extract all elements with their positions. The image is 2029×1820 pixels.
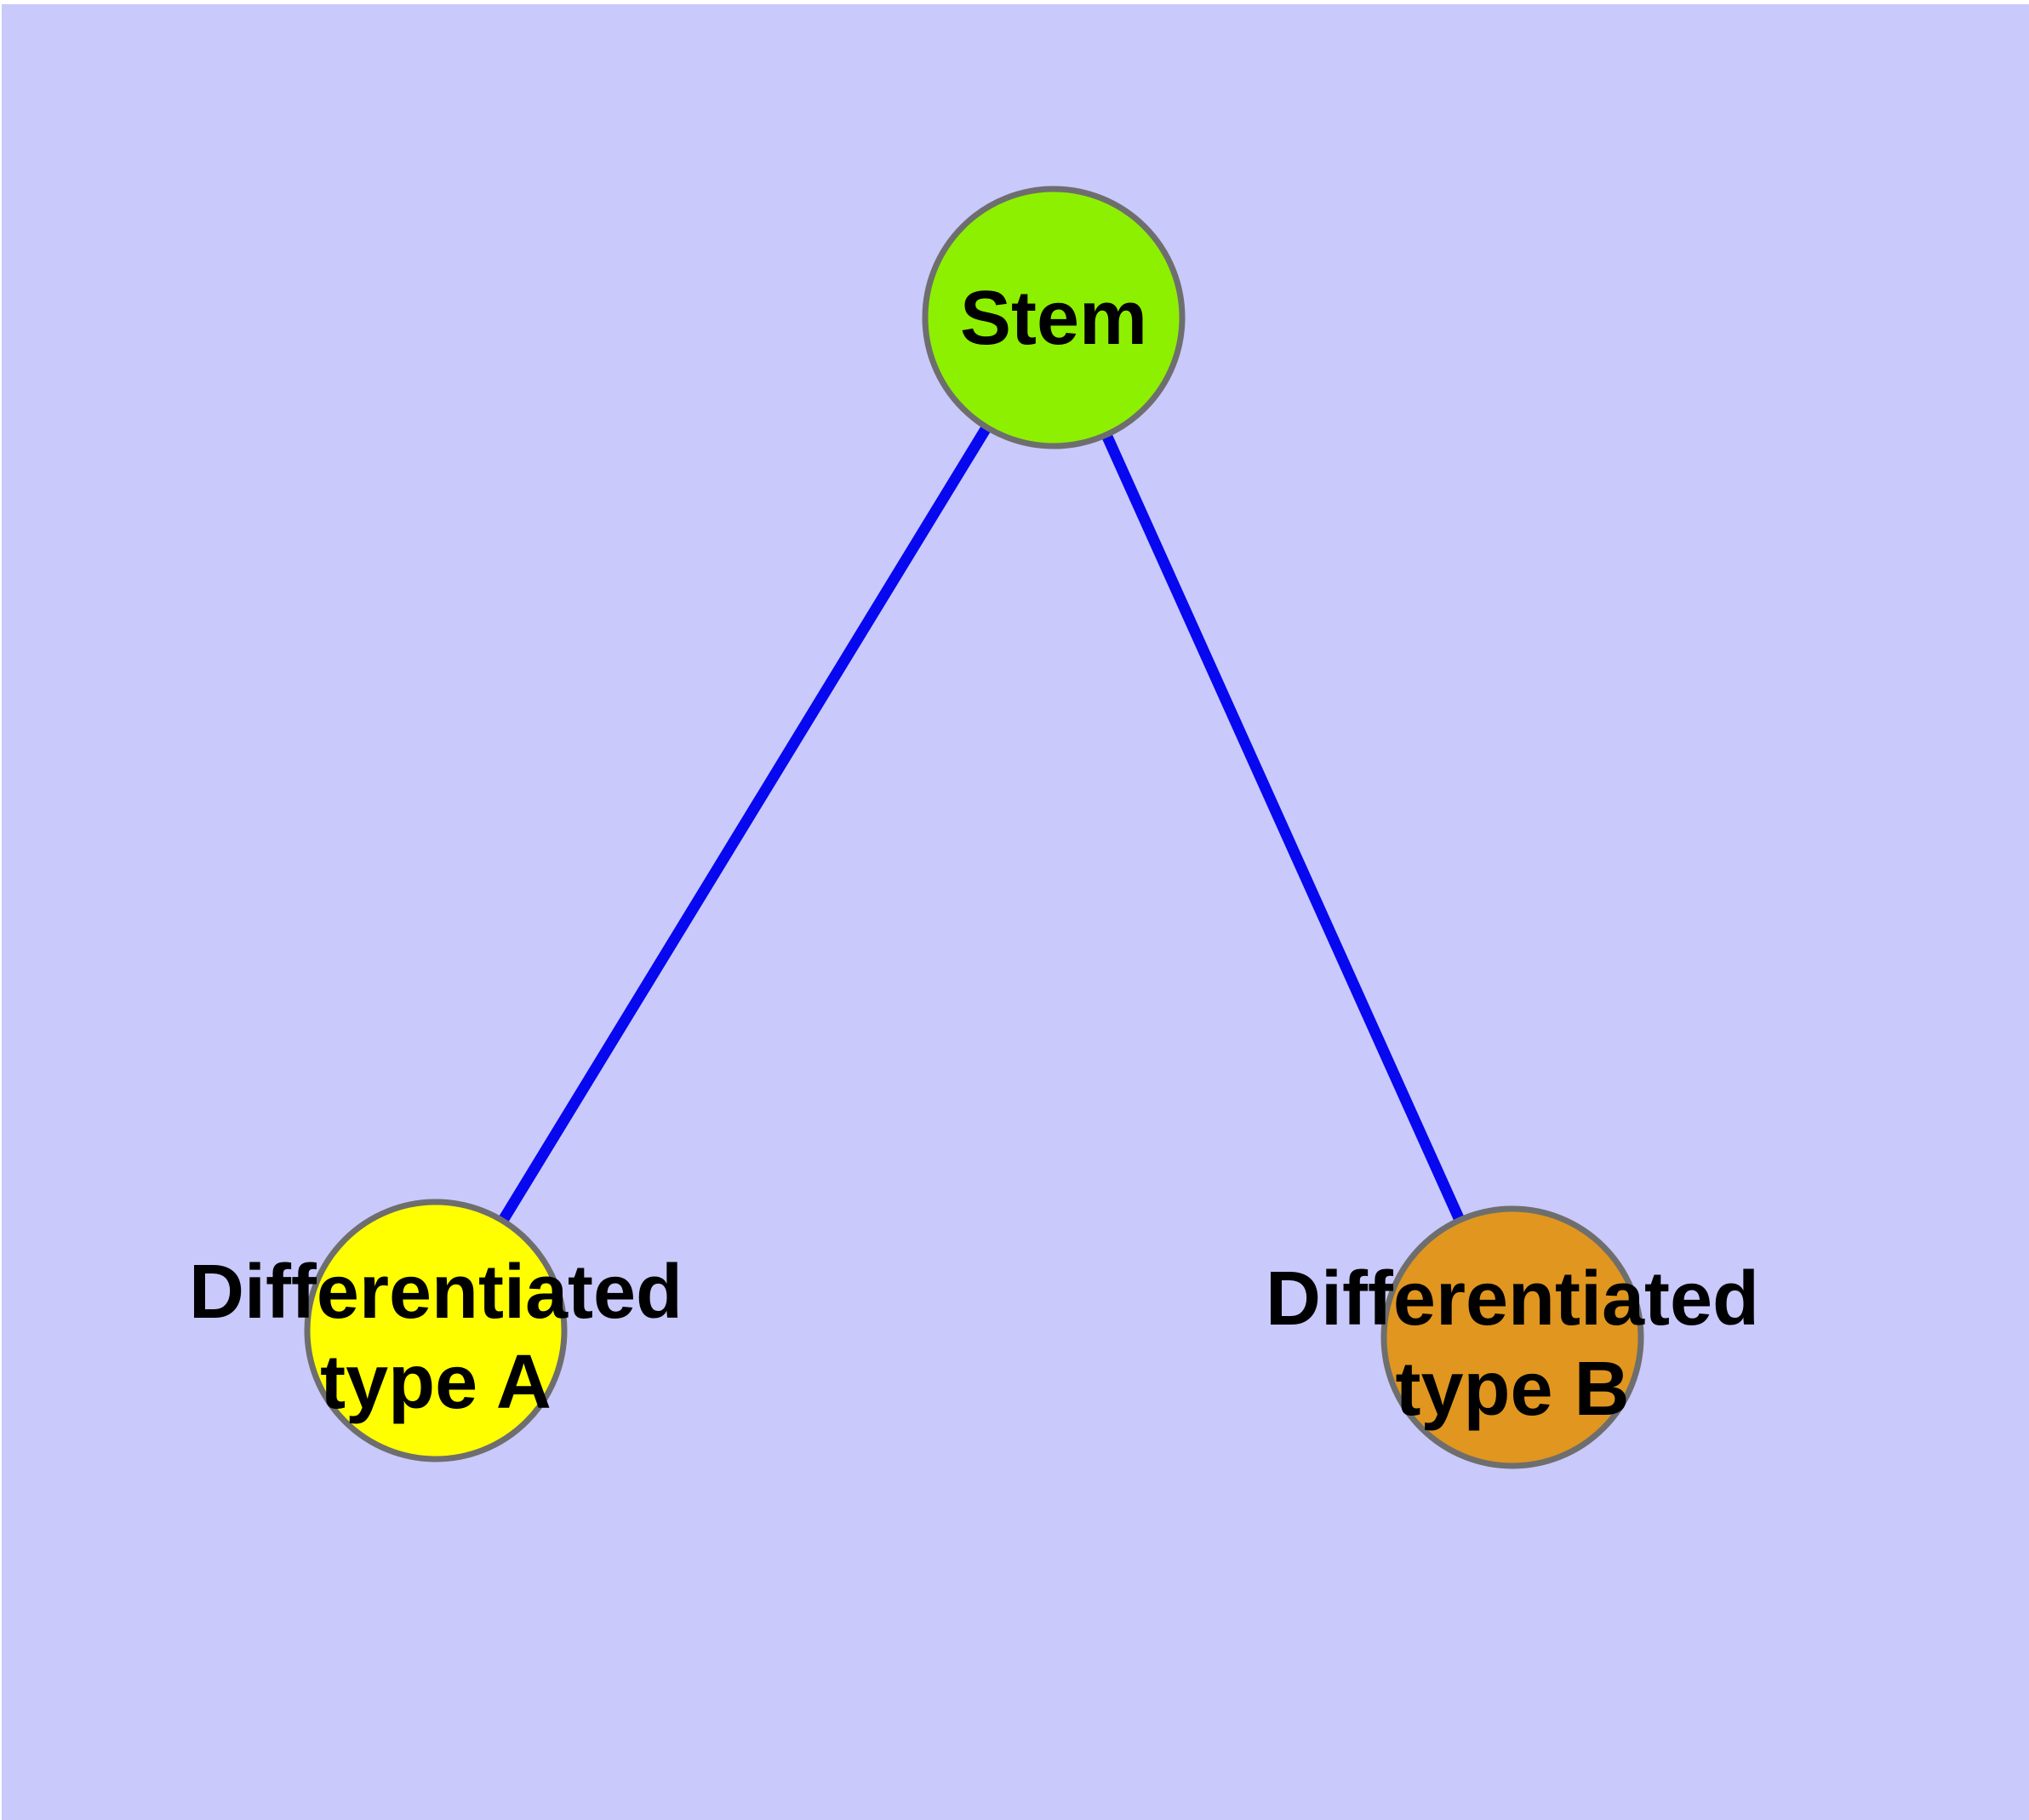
node-differentiated-type-a <box>304 1199 568 1462</box>
edge-stem-to-type-b <box>1049 315 1517 1340</box>
node-type-a-label-line1: Differentiated <box>189 1250 683 1335</box>
node-stem-label: Stem <box>960 276 1147 361</box>
edge-stem-to-type-a <box>431 314 1059 1334</box>
node-differentiated-type-b <box>1380 1205 1644 1469</box>
node-type-b-label-line1: Differentiated <box>1266 1256 1759 1342</box>
node-type-a-label-line2: type A <box>320 1340 552 1425</box>
node-stem <box>922 186 1186 449</box>
node-type-b-label-line2: type B <box>1395 1347 1629 1432</box>
